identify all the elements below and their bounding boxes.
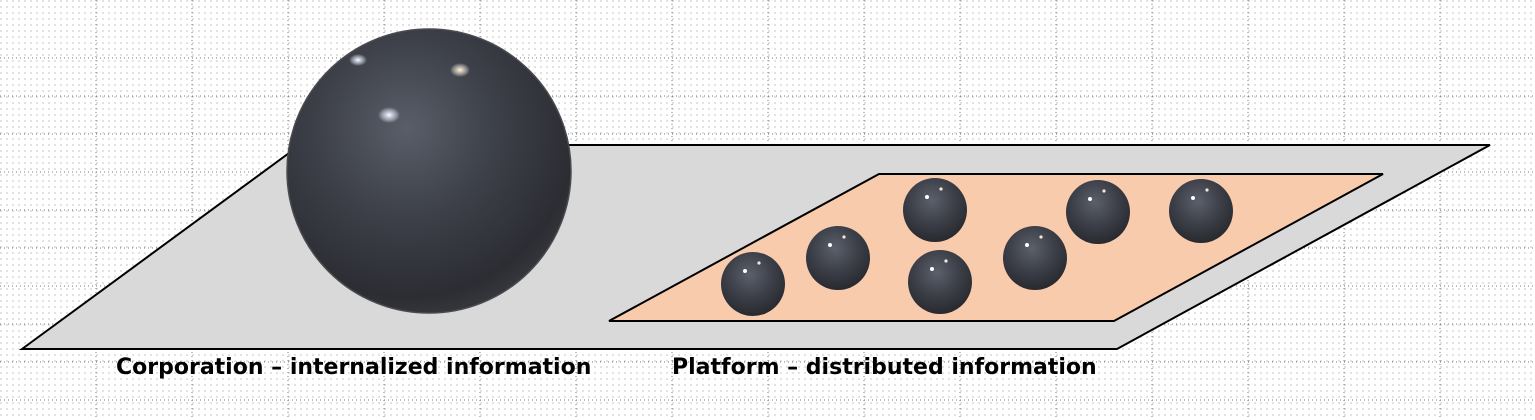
platform-sphere bbox=[721, 252, 785, 316]
platform-caption: Platform – distributed information bbox=[672, 355, 1097, 380]
platform-sphere bbox=[1066, 180, 1130, 244]
platform-sphere bbox=[806, 226, 870, 290]
corporation-sphere bbox=[286, 28, 572, 314]
platform-sphere bbox=[908, 250, 972, 314]
platform-sphere bbox=[1169, 179, 1233, 243]
corporation-caption: Corporation – internalized information bbox=[116, 355, 592, 380]
platform-sphere bbox=[1003, 226, 1067, 290]
platform-sphere bbox=[903, 178, 967, 242]
